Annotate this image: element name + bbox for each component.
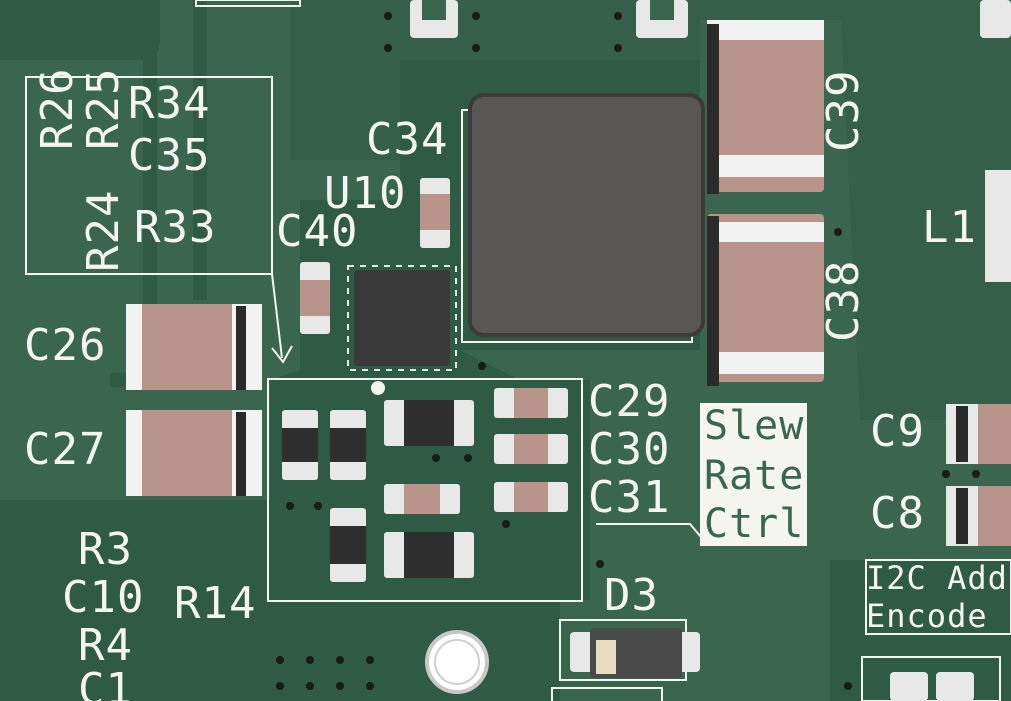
silk-box-bottom-mid: [551, 687, 663, 701]
pad-top-2-hole: [650, 0, 674, 20]
pad-top-1-hole: [422, 0, 446, 20]
cap-c27-body: [126, 410, 262, 496]
label-c38: C38: [818, 259, 869, 342]
cap-c31-body: [514, 482, 548, 512]
cap-c9-body: [978, 404, 1011, 464]
label-c27: C27: [24, 424, 107, 475]
label-r24: R24: [78, 189, 129, 272]
label-c34: C34: [366, 114, 449, 165]
label-r26: R26: [32, 67, 83, 150]
label-c40: C40: [276, 206, 359, 257]
cap-c38-pad-bot: [707, 352, 824, 374]
copper-pour-right: [840, 0, 1011, 420]
label-r3: R3: [78, 524, 133, 575]
label-c10: C10: [62, 572, 145, 623]
res-5-body: [404, 532, 454, 578]
cap-c39-side: [707, 24, 719, 194]
label-i2c-line2: Encode: [866, 597, 988, 635]
res-4-body: [330, 526, 366, 564]
cap-c8-body: [978, 486, 1011, 546]
label-l1: L1: [922, 202, 977, 253]
copper-pour-bottom-mid: [270, 600, 560, 701]
cap-c30-body: [514, 434, 548, 464]
slew-label-bg: [700, 403, 807, 546]
label-d3: D3: [604, 570, 659, 621]
res-2-body: [330, 428, 366, 462]
pin1-dot: [371, 381, 385, 395]
pad-top-3: [980, 0, 1011, 38]
res-3-body: [404, 400, 454, 446]
cap-c26-pad-l: [126, 304, 142, 390]
label-i2c-line1: I2C Add: [866, 559, 1008, 597]
label-r4: R4: [78, 620, 133, 671]
cap-c8-dark: [956, 488, 968, 544]
label-c31: C31: [588, 472, 671, 523]
res-1-body: [282, 428, 318, 462]
cap-c9-dark: [956, 406, 968, 462]
diode-d3-band: [596, 640, 616, 674]
cap-c26-dark: [236, 306, 246, 390]
cap-c38-body: [707, 214, 824, 382]
label-r14: R14: [174, 578, 257, 629]
cap-c34-body: [420, 194, 450, 230]
copper-pour-bottom: [0, 500, 270, 701]
label-c8: C8: [870, 488, 925, 539]
silk-top-left: [195, 0, 301, 7]
silk-box-slew: [267, 378, 583, 602]
cap-c29-body: [514, 388, 548, 418]
cap-c38-pad-top: [707, 222, 824, 242]
label-r33: R33: [134, 202, 217, 253]
pad-br-1: [890, 672, 928, 701]
silk-arrow-shaft: [271, 273, 283, 359]
cap-c39-pad-bot: [707, 155, 824, 177]
label-slew-line1: Slew: [704, 403, 805, 449]
cap-c39-pad-top: [707, 20, 824, 40]
cap-c27-pad-l: [126, 410, 142, 496]
mounting-hole-inner: [434, 639, 480, 685]
label-c1: C1: [78, 664, 133, 701]
cap-c27-dark: [236, 412, 246, 496]
label-c26: C26: [24, 320, 107, 371]
inductor-body: [468, 93, 705, 337]
label-u10: U10: [324, 168, 407, 219]
label-slew-line3: Ctrl.: [704, 501, 830, 547]
label-r34: R34: [128, 78, 211, 129]
silk-leader-slew: [596, 523, 707, 544]
silk-box-resistors: [25, 76, 273, 275]
label-c30: C30: [588, 424, 671, 475]
cap-small-body: [404, 484, 440, 514]
vias: [276, 12, 980, 690]
cap-c38-side: [707, 216, 719, 386]
cap-c40-body: [300, 280, 330, 316]
label-r25: R25: [78, 67, 129, 150]
cap-c26-body: [126, 304, 262, 390]
l1-body: [985, 170, 1011, 282]
label-c9: C9: [870, 406, 925, 457]
copper-pour-right-low: [830, 560, 1011, 701]
copper-pour-upper: [290, 0, 1011, 160]
cap-c39-body: [707, 24, 824, 192]
pad-br-2: [936, 672, 974, 701]
silk-box-bottom-right: [861, 656, 1001, 701]
i2c-label-bg: [865, 559, 1011, 635]
label-c39: C39: [818, 69, 869, 152]
ic-u10-outline: [347, 265, 457, 371]
label-slew-line2: Rate: [704, 453, 805, 499]
ic-u10-body: [354, 270, 450, 366]
label-c35: C35: [128, 130, 211, 181]
silk-arrow-head: [271, 345, 293, 364]
label-c29: C29: [588, 376, 671, 427]
copper-pour-left: [0, 0, 160, 60]
